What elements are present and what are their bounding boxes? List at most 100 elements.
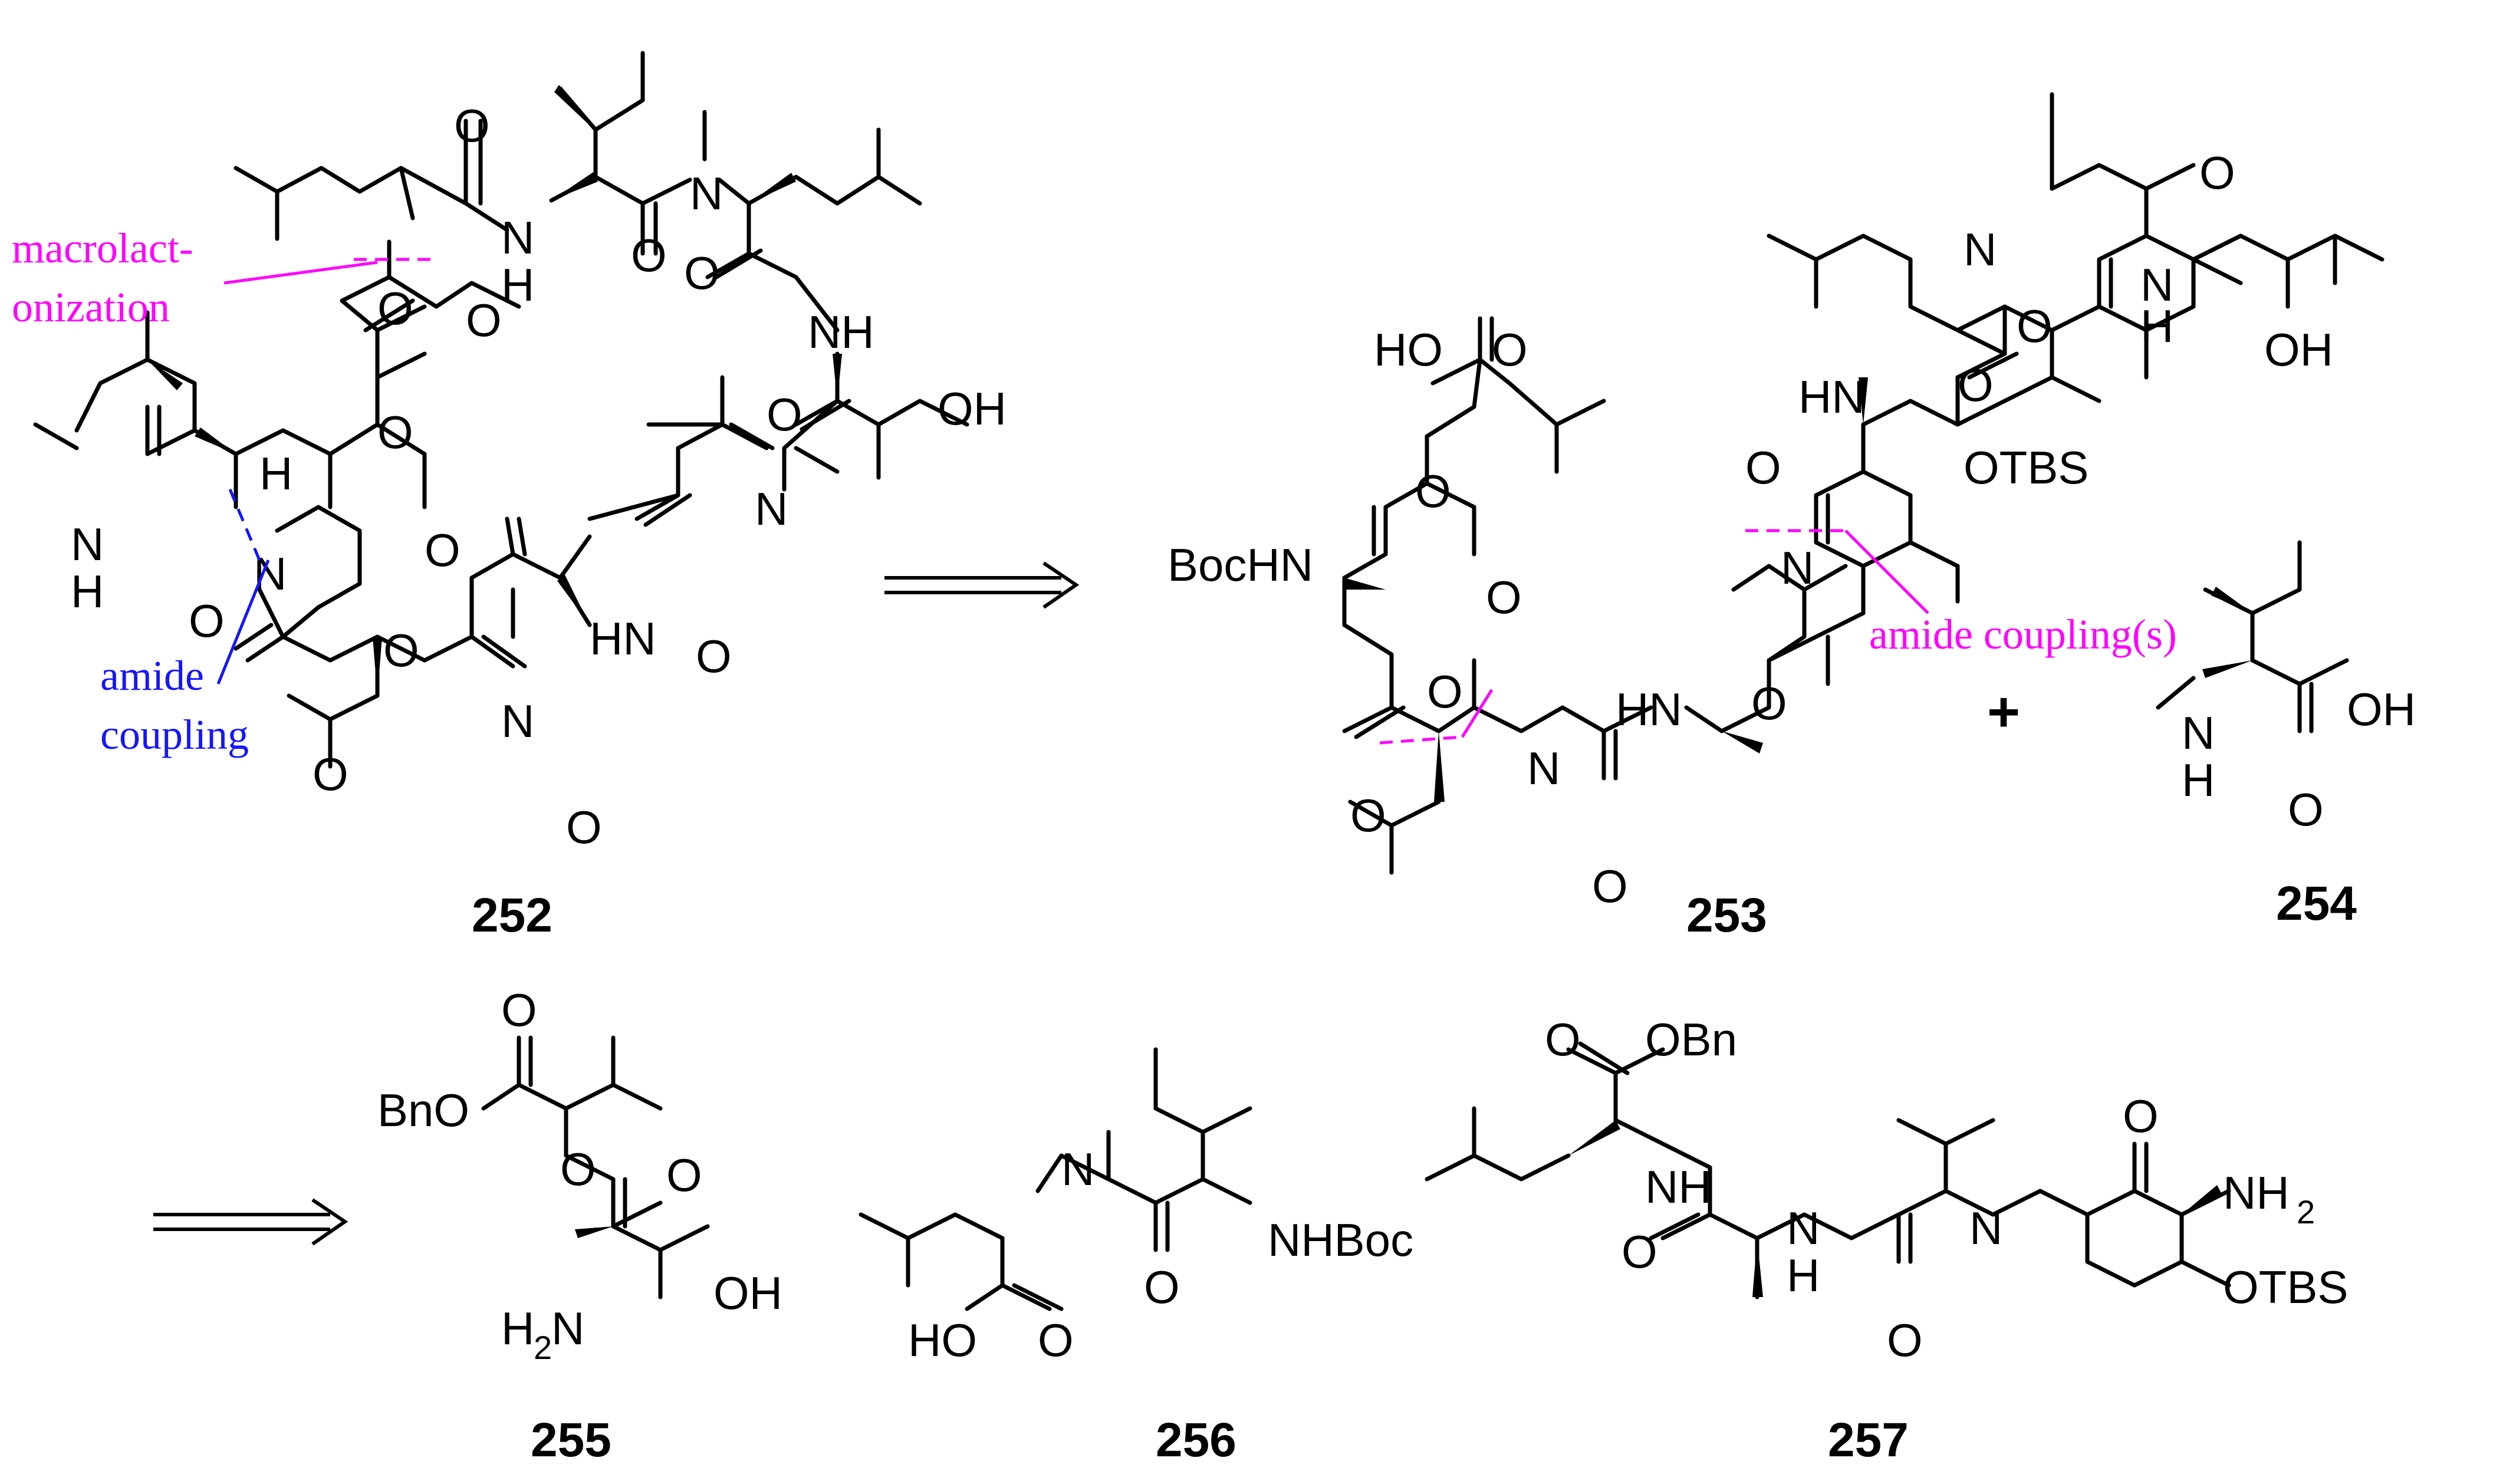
atom-label: O (666, 1149, 702, 1201)
atom-label: NH (1645, 1161, 1712, 1213)
atom-label: O (2199, 147, 2235, 199)
compound-256-structure (859, 1047, 1252, 1311)
compound-number-256: 256 (1156, 1413, 1236, 1467)
atom-label: O (189, 595, 225, 647)
amide-couplings-leader-line (1844, 529, 1929, 614)
atom-label: O (1958, 359, 1994, 411)
amide-coupling-label-line1: amide (100, 652, 204, 699)
atom-label: N (2140, 259, 2173, 311)
atom-label: N (1969, 1202, 2002, 1254)
atom-label: O (454, 100, 490, 152)
atom-label: N (690, 167, 723, 219)
atom-label: O (1887, 1314, 1923, 1366)
atom-label: O (425, 524, 461, 576)
atom-label: O (684, 247, 720, 299)
atom-label: BnO (377, 1084, 469, 1136)
atom-label: OH (713, 1267, 782, 1319)
compound-number-254: 254 (2276, 877, 2357, 930)
macrolactonization-label-line2: onization (12, 284, 170, 331)
atom-label: H (259, 447, 292, 499)
atom-label: O (560, 1143, 596, 1195)
atom-label: OH (2347, 683, 2416, 735)
atom-label: NHBoc (1268, 1214, 1413, 1266)
atom-label: O (466, 294, 502, 346)
atom-label: OBn (1645, 1014, 1737, 1065)
retrosynthesis-arrow (153, 1198, 348, 1246)
compound-number-257: 257 (1828, 1413, 1909, 1467)
atom-label: OTBS (1964, 442, 2089, 493)
atom-label: 2 (534, 1329, 552, 1366)
amide-coupling-leader-line (216, 560, 270, 685)
atom-label: O (2288, 784, 2324, 835)
compound-number-252: 252 (472, 889, 552, 942)
atom-label: HO (908, 1314, 977, 1366)
atom-label: HN (590, 613, 656, 664)
atom-label: O (1427, 666, 1463, 718)
macrolactonization-leader-line (223, 261, 378, 285)
plus-sign: + (1987, 680, 2020, 743)
macrolactonization-label-line1: macrolact- (12, 225, 193, 272)
atom-label: N (501, 695, 534, 747)
ester-cut-leader-line (1461, 689, 1494, 738)
atom-label: N (1781, 542, 1814, 594)
atom-label: N (1527, 742, 1560, 794)
atom-label: O (1751, 677, 1787, 729)
atom-label: H (1787, 1249, 1820, 1301)
atom-label: O (377, 282, 413, 334)
atom-label: HN (1616, 683, 1682, 735)
atom-label: HO (1374, 324, 1443, 376)
compound-252-structure (33, 51, 969, 769)
atom-label: NH (2223, 1167, 2290, 1219)
atom-label: O (501, 984, 537, 1036)
atom-label: O (313, 748, 348, 800)
amide-couplings-label: amide coupling(s) (1869, 611, 2177, 658)
atom-label: O (767, 389, 803, 440)
compound-number-255: 255 (531, 1413, 611, 1467)
atom-label: N (1787, 1202, 1820, 1254)
compound-255-structure (481, 1035, 710, 1299)
atom-label: O (383, 624, 419, 676)
atom-label: 2 (2297, 1193, 2315, 1230)
atom-label: H (501, 259, 534, 311)
atom-label: O (1592, 860, 1628, 912)
atom-label: H (71, 565, 104, 617)
retrosynthesis-arrow (884, 561, 1080, 609)
compound-254-structure (2156, 540, 2349, 733)
atom-label: OH (938, 383, 1007, 435)
atom-label: N (1964, 223, 1997, 275)
atom-label: BocHN (1167, 539, 1313, 591)
compound-253-structure (1342, 92, 2385, 875)
atom-label: O (1350, 789, 1386, 841)
atom-label: O (1492, 324, 1528, 376)
atom-label: H (2140, 300, 2173, 352)
amide-coupling-label-line2: coupling (100, 711, 249, 758)
atom-label: H (501, 1302, 534, 1354)
atom-label: O (1415, 465, 1451, 517)
atom-label: OH (2264, 324, 2333, 376)
atom-label: N (71, 518, 104, 570)
atom-label: N (551, 1302, 584, 1354)
amide-coupling-cut-mark (228, 489, 261, 561)
ester-cut-mark (1379, 735, 1463, 745)
atom-label: N (501, 212, 534, 264)
compound-257-structure (1425, 1041, 2231, 1299)
atom-label: HN (1798, 371, 1865, 423)
atom-label: O (1622, 1226, 1657, 1278)
atom-label: N (1061, 1143, 1094, 1195)
atom-label: O (2017, 300, 2053, 352)
atom-label: O (2123, 1090, 2159, 1142)
atom-label: OTBS (2223, 1261, 2348, 1313)
atom-label: N (755, 483, 788, 535)
atom-label: O (1038, 1314, 1074, 1366)
atom-label: O (377, 406, 413, 458)
atom-label: O (696, 630, 732, 682)
atom-label: NH (808, 306, 874, 358)
atom-label: O (1545, 1014, 1581, 1065)
atom-label: H (2182, 754, 2215, 806)
atom-label: N (2182, 707, 2215, 759)
atom-label: O (1486, 571, 1522, 623)
atom-label: O (1144, 1261, 1180, 1313)
atom-label: O (1745, 442, 1781, 493)
atom-label: O (566, 801, 602, 853)
